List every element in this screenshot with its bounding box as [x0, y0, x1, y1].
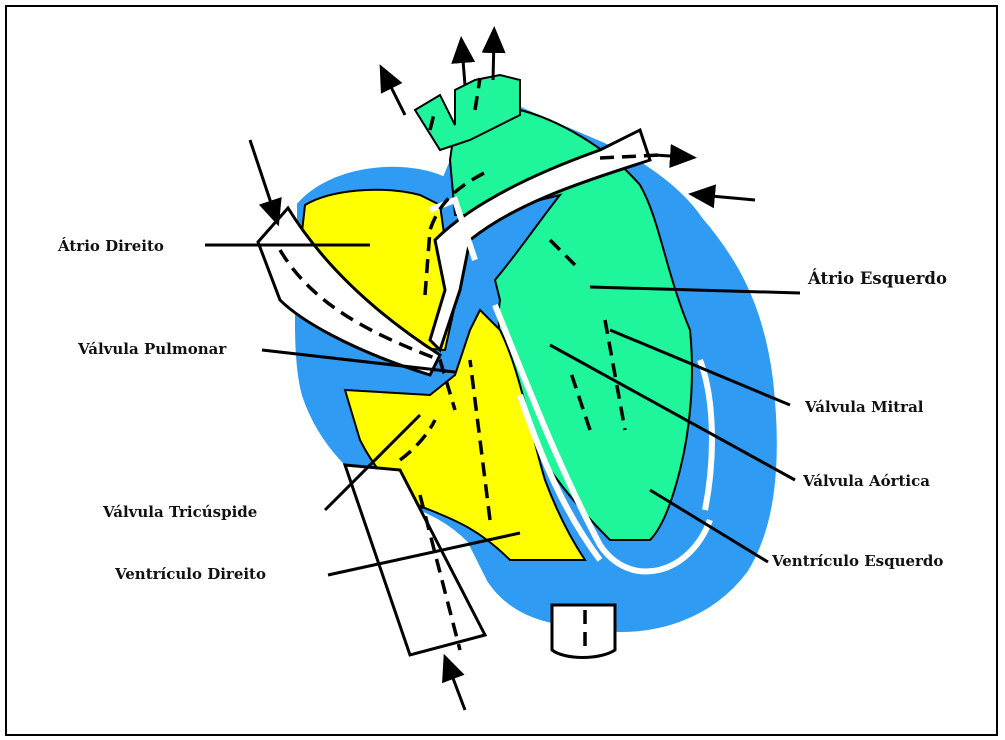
label-valvula-tricuspide: Válvula Tricúspide [103, 503, 257, 521]
label-atrio-direito: Átrio Direito [58, 237, 164, 255]
label-valvula-mitral: Válvula Mitral [805, 398, 924, 416]
label-ventriculo-direito: Ventrículo Direito [115, 565, 266, 583]
label-atrio-esquerdo: Átrio Esquerdo [808, 270, 947, 288]
label-ventriculo-esquerdo: Ventrículo Esquerdo [772, 552, 943, 570]
label-valvula-aortica: Válvula Aórtica [803, 472, 930, 490]
label-valvula-pulmonar: Válvula Pulmonar [78, 340, 226, 358]
